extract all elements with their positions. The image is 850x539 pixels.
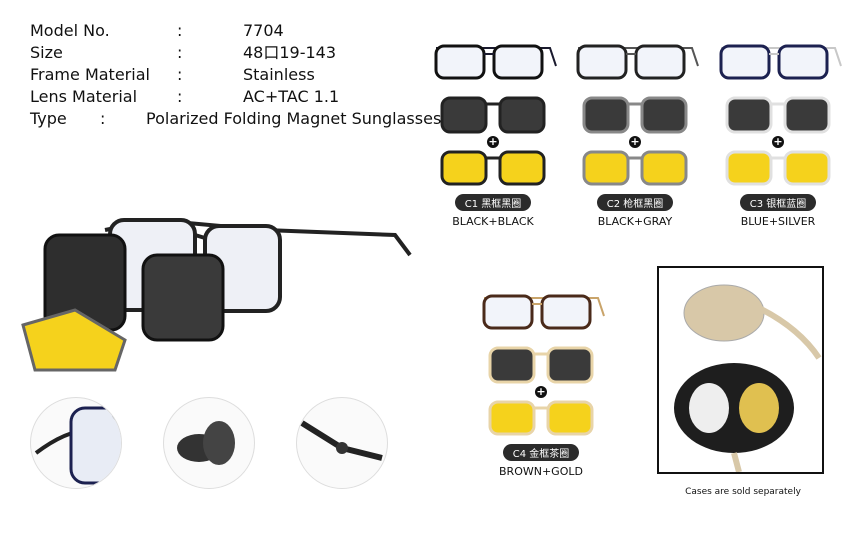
case-image [657, 266, 824, 474]
spec-value: AC+TAC 1.1 [243, 87, 340, 106]
frame-image [482, 294, 605, 330]
yellow-clip-image [488, 400, 594, 436]
case-caption: Cases are sold separately [685, 487, 801, 497]
yellow-clip-image [582, 150, 688, 186]
spec-value: 7704 [243, 21, 284, 40]
variant-color-name: BLACK+BLACK [452, 215, 534, 228]
frame-image [576, 44, 699, 80]
plus-icon: + [772, 135, 784, 148]
yellow-clip-image [440, 150, 546, 186]
dark-clip-image [440, 96, 546, 134]
spec-sep: : [177, 87, 183, 106]
dark-clip-image [725, 96, 831, 134]
variant-code-badge: C3 银框蓝圈 [739, 194, 817, 211]
frame-image [434, 44, 557, 80]
variant-color-name: BROWN+GOLD [499, 465, 583, 478]
spec-sep: : [177, 65, 183, 84]
plus-icon: + [487, 135, 499, 148]
color-variant-1: + C1 黑框黑圈 BLACK+BLACK [428, 36, 558, 228]
variant-color-name: BLUE+SILVER [740, 215, 816, 228]
color-variant-4: + C4 金框茶圈 BROWN+GOLD [476, 286, 606, 478]
spec-value: Polarized Folding Magnet Sunglasses [146, 109, 442, 128]
spec-label: Frame Material [30, 65, 150, 84]
dark-clip-image [488, 346, 594, 384]
variant-color-name: BLACK+GRAY [597, 215, 673, 228]
variant-code-badge: C4 金框茶圈 [502, 444, 580, 461]
color-variant-3: + C3 银框蓝圈 BLUE+SILVER [713, 36, 843, 228]
variant-code-badge: C1 黑框黑圈 [454, 194, 532, 211]
spec-sep: : [177, 43, 183, 62]
spec-sep: : [100, 109, 106, 128]
spec-label: Lens Material [30, 87, 138, 106]
detail-flipup-image [163, 397, 255, 489]
variant-code-badge: C2 枪框黑圈 [596, 194, 674, 211]
detail-hinge-image [296, 397, 388, 489]
spec-label: Size [30, 43, 63, 62]
spec-label: Model No. [30, 21, 110, 40]
dark-clip-image [582, 96, 688, 134]
spec-sep: : [177, 21, 183, 40]
spec-value: Stainless [243, 65, 315, 84]
color-variant-2: + C2 枪框黑圈 BLACK+GRAY [570, 36, 700, 228]
yellow-clip-image [725, 150, 831, 186]
hero-glasses-image [21, 217, 412, 372]
detail-bridge-image [30, 397, 122, 489]
spec-value: 48口19-143 [243, 43, 337, 62]
plus-icon: + [535, 385, 547, 398]
spec-label: Type [30, 109, 67, 128]
plus-icon: + [629, 135, 641, 148]
frame-image [719, 44, 842, 80]
